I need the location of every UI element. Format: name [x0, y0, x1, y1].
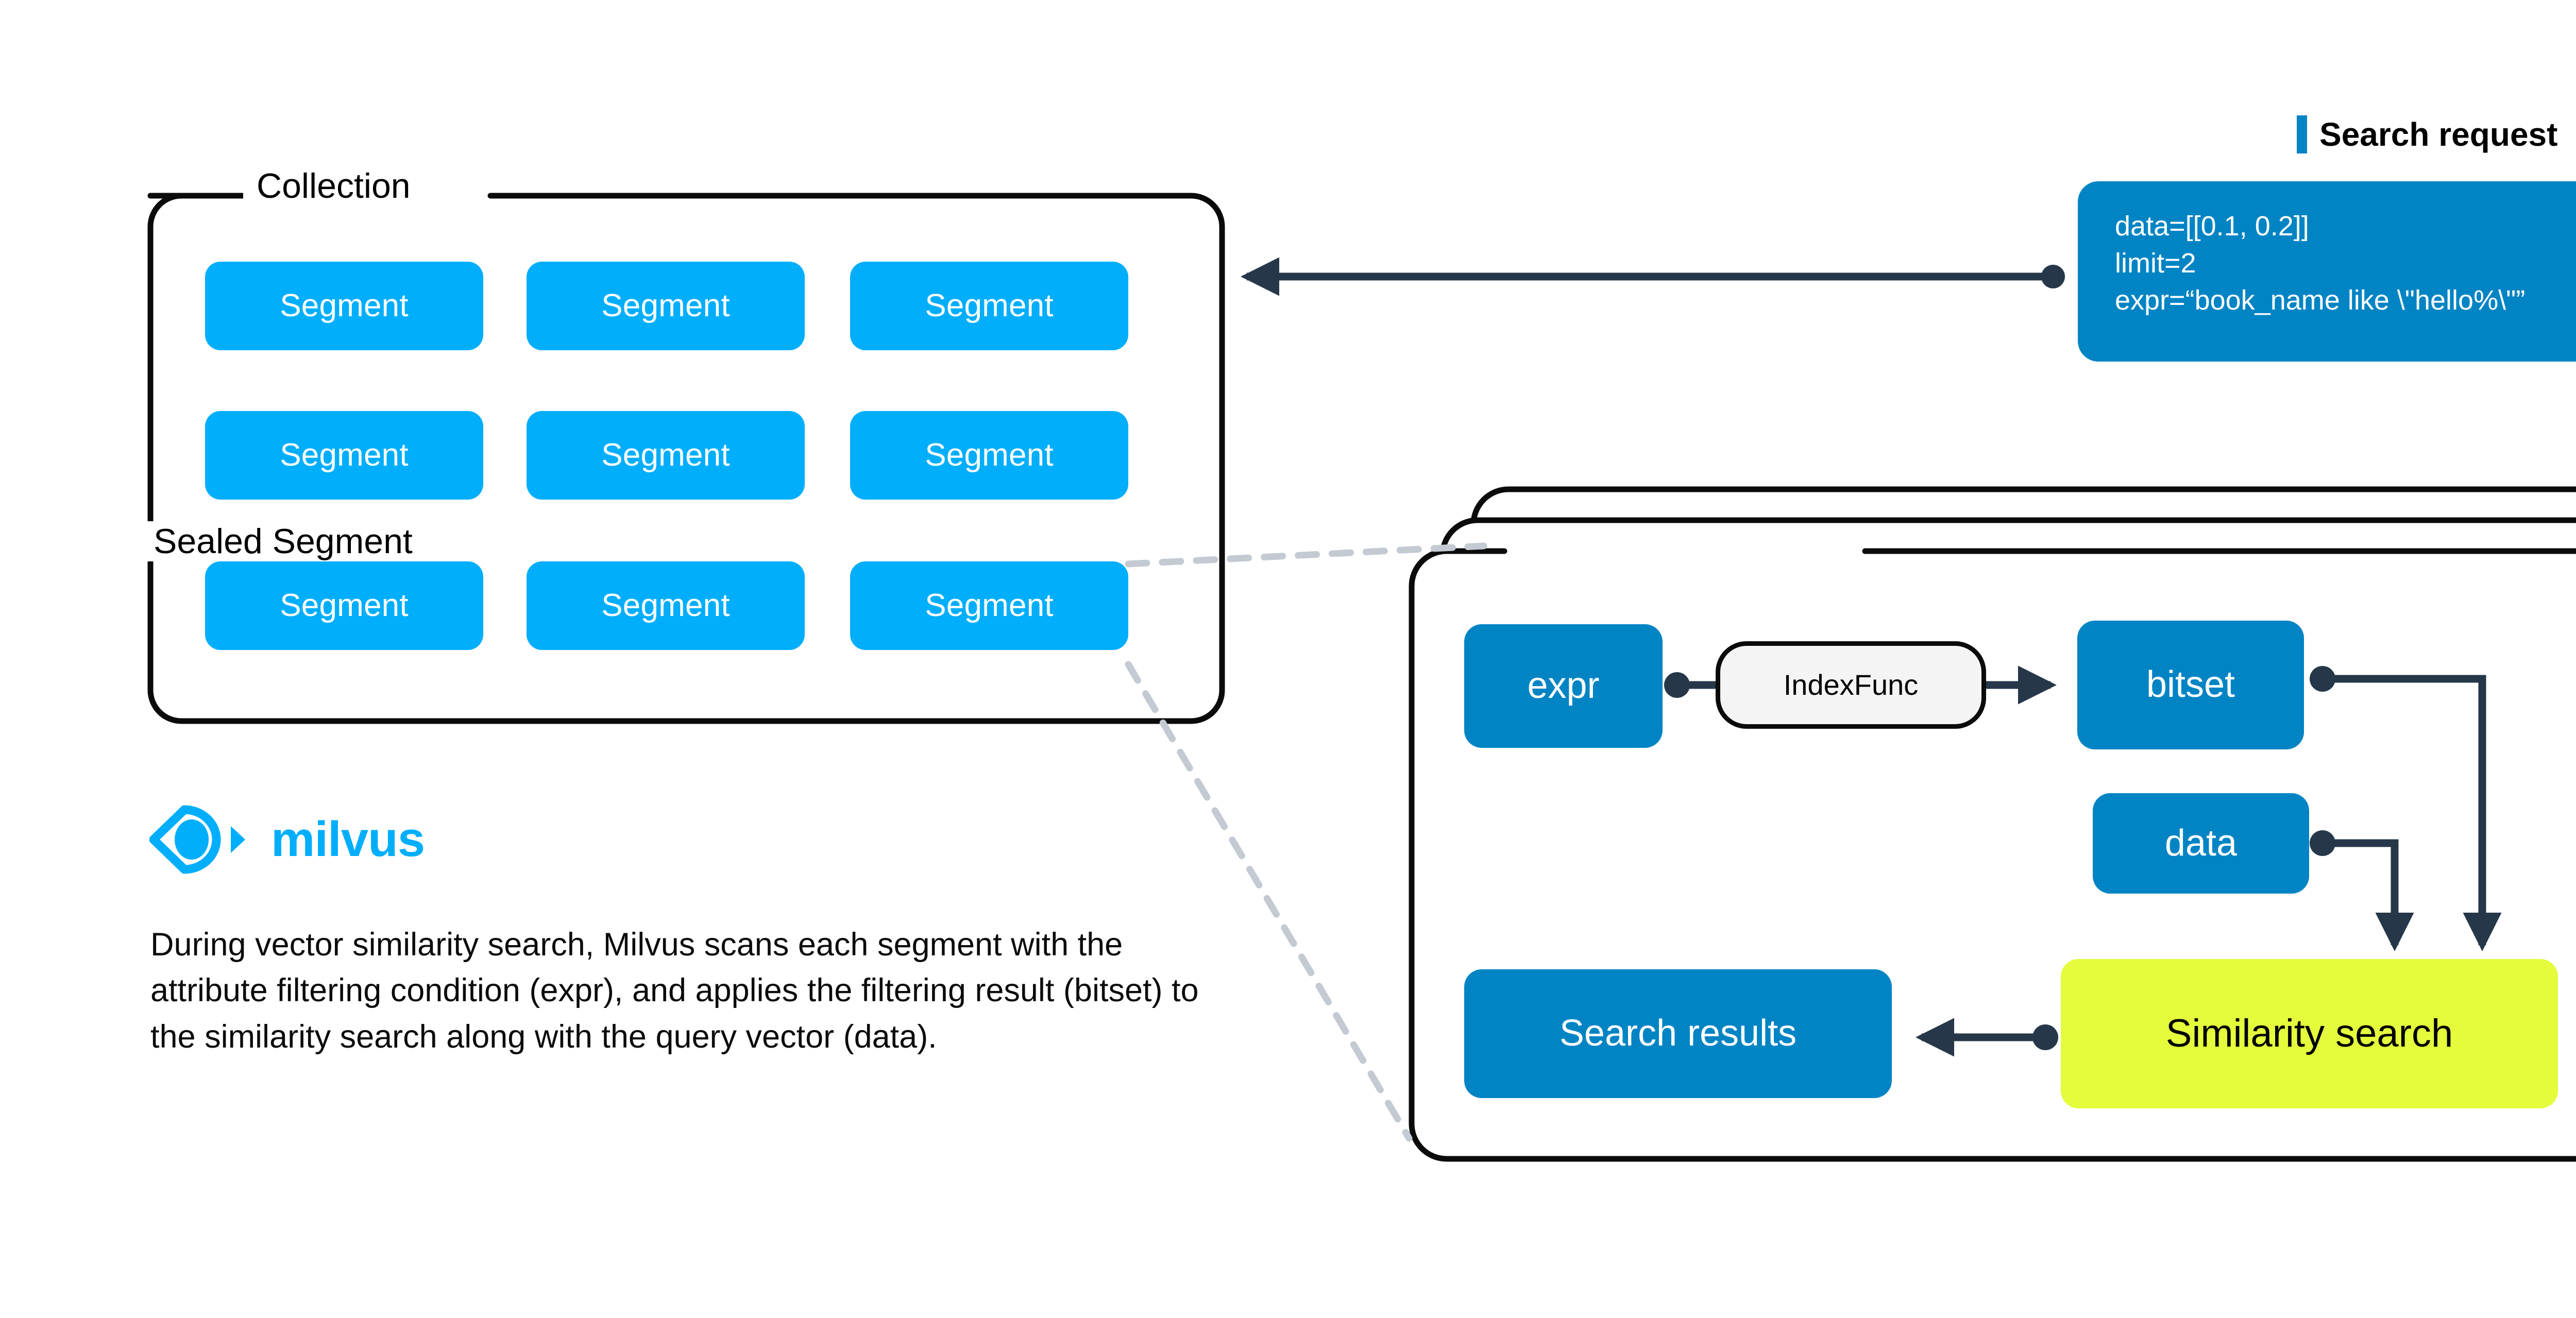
- bitset-connector-dot: [2310, 666, 2335, 692]
- segment-tile[interactable]: Segment: [527, 561, 805, 650]
- request-connector-dot: [2041, 265, 2065, 288]
- segment-tile[interactable]: Segment: [527, 411, 805, 500]
- segment-tile[interactable]: Segment: [205, 411, 483, 500]
- bitset-node[interactable]: bitset: [2077, 621, 2304, 749]
- description-caption: During vector similarity search, Milvus …: [150, 927, 1199, 1055]
- data-connector-dot: [2310, 830, 2335, 856]
- indexfunc-node[interactable]: IndexFunc: [1716, 641, 1986, 729]
- segment-tile[interactable]: Segment: [850, 411, 1128, 500]
- search-request-box: data=[[0.1, 0.2]] limit=2 expr=“book_nam…: [2078, 181, 2576, 362]
- sealed-segment-title: Sealed Segment: [140, 521, 426, 561]
- similarity-connector-dot: [2032, 1024, 2058, 1050]
- segment-tile[interactable]: Segment: [205, 561, 483, 650]
- search-request-title: Search request: [2319, 116, 2558, 153]
- milvus-logo: milvus: [149, 803, 425, 876]
- search-results-node[interactable]: Search results: [1464, 969, 1892, 1098]
- request-line-limit: limit=2: [2115, 247, 2196, 279]
- milvus-wordmark: milvus: [271, 812, 425, 867]
- dashed-tether-lower: [1125, 661, 1413, 1142]
- request-line-expr: expr=“book_name like \"hello%\"”: [2115, 284, 2526, 316]
- segment-tile[interactable]: Segment: [205, 262, 483, 350]
- segment-tile[interactable]: Segment: [850, 561, 1128, 650]
- expr-connector-dot: [1664, 672, 1690, 698]
- segment-tile[interactable]: Segment: [850, 262, 1128, 350]
- search-request-header: Search request: [2297, 115, 2557, 153]
- collection-title: Collection: [243, 166, 424, 206]
- data-node[interactable]: data: [2093, 793, 2309, 894]
- similarity-search-node[interactable]: Similarity search: [2061, 959, 2558, 1108]
- data-to-similarity-path: [2323, 839, 2414, 952]
- accent-bar-icon: [2297, 115, 2307, 153]
- expr-node[interactable]: expr: [1464, 624, 1663, 748]
- request-line-data: data=[[0.1, 0.2]]: [2115, 211, 2309, 242]
- bitset-to-similarity-path: [2323, 675, 2502, 952]
- collection-container: Collection: [150, 166, 1222, 721]
- milvus-eye-icon: [149, 805, 245, 874]
- segment-tile[interactable]: Segment: [527, 262, 805, 350]
